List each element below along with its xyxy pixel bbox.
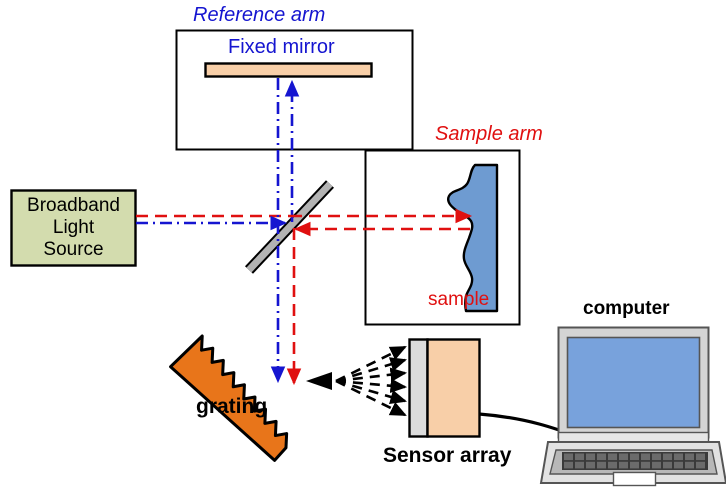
computer-label: computer xyxy=(583,298,670,319)
fixed-mirror-shape xyxy=(204,62,373,78)
broadband-light-source-label: Broadband Light Source xyxy=(11,190,136,266)
beam-splitter xyxy=(244,180,335,274)
computer-laptop xyxy=(539,326,726,487)
sample-shape xyxy=(447,163,499,313)
grating-focus-arrowhead xyxy=(306,372,332,390)
reference-arm-label: Reference arm xyxy=(193,4,326,26)
sample-label: sample xyxy=(428,289,490,310)
diffracted-rays xyxy=(335,345,408,417)
broadband-light-source-box xyxy=(10,189,137,267)
source-label-line3: Source xyxy=(43,239,104,260)
fixed-mirror-label: Fixed mirror xyxy=(228,36,335,58)
sensor-array-shape xyxy=(408,338,481,438)
source-label-line1: Broadband xyxy=(27,195,120,216)
sample-arm-label: Sample arm xyxy=(435,123,543,145)
grating-label: grating xyxy=(196,395,268,418)
source-label-line2: Light xyxy=(52,217,95,238)
grating-shape xyxy=(169,334,289,462)
sensor-array-label: Sensor array xyxy=(383,444,512,467)
